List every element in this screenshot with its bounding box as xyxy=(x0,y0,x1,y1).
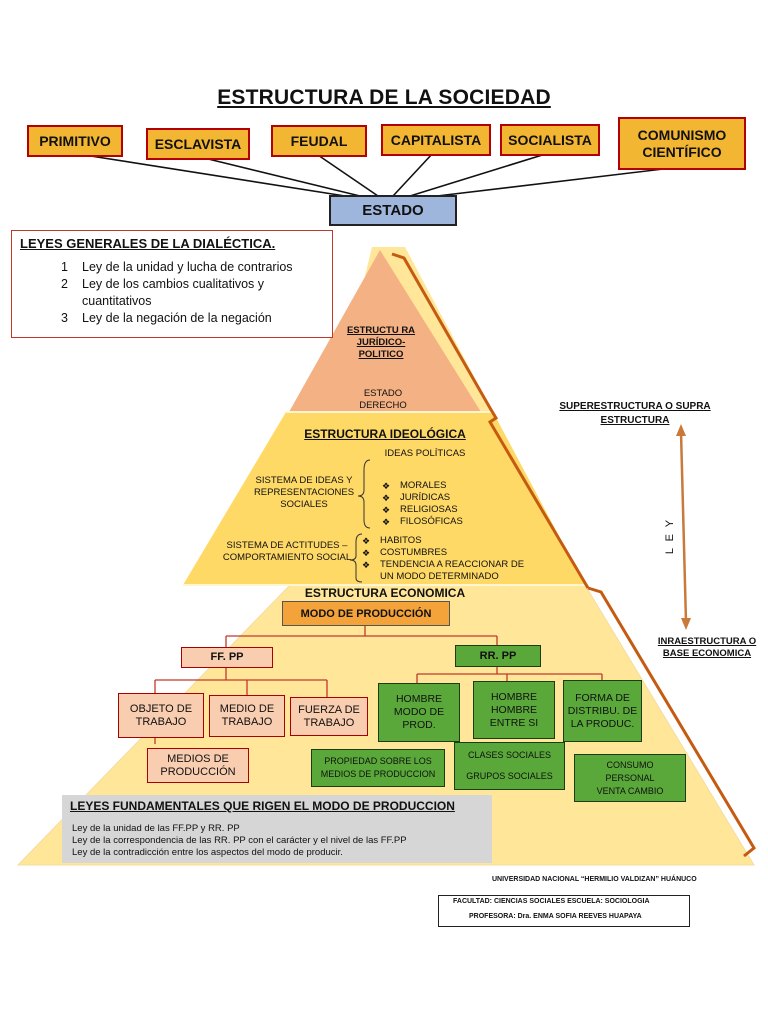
objeto-trabajo-box: OBJETO DE TRABAJO xyxy=(118,693,204,738)
superestructura-label: SUPERESTRUCTURA O SUPRA ESTRUCTURA xyxy=(559,401,711,426)
ideas-list: ❖MORALES ❖JURÍDICAS ❖RELIGIOSAS ❖FILOSÓF… xyxy=(382,480,502,528)
fundamental-law-3: Ley de la contradicción entre los aspect… xyxy=(72,847,343,858)
clases-grupos-box: CLASES SOCIALES GRUPOS SOCIALES xyxy=(454,742,565,790)
fundamental-laws-heading: LEYES FUNDAMENTALES QUE RIGEN EL MODO DE… xyxy=(70,799,455,813)
fundamental-law-2: Ley de la correspondencia de las RR. PP … xyxy=(72,835,407,846)
estado-connectors xyxy=(77,151,681,197)
juridico-politico-heading: ESTRUCTU RA JURÍDICO-POLITICO xyxy=(346,325,416,360)
grupos-sociales: GRUPOS SOCIALES xyxy=(466,771,553,781)
modo-produccion-box: MODO DE PRODUCCIÓN xyxy=(282,601,450,626)
society-esclavista: ESCLAVISTA xyxy=(146,128,250,160)
dialectic-laws-heading: LEYES GENERALES DE LA DIALÉCTICA. xyxy=(20,236,276,251)
economy-connectors xyxy=(154,626,603,744)
propiedad-box: PROPIEDAD SOBRE LOS MEDIOS DE PRODUCCION xyxy=(311,749,445,787)
clases-sociales: CLASES SOCIALES xyxy=(467,750,552,760)
society-primitivo: PRIMITIVO xyxy=(27,125,123,157)
actitudes-item: ❖COSTUMBRES xyxy=(362,547,448,558)
university-text: UNIVERSIDAD NACIONAL “HERMILIO VALDIZAN”… xyxy=(492,876,697,883)
sistema-actitudes: SISTEMA DE ACTITUDES – COMPORTAMIENTO SO… xyxy=(222,540,352,563)
actitudes-item: ❖TENDENCIA A REACCIONAR DE UN MODO DETER… xyxy=(362,559,525,582)
tier-top xyxy=(289,250,481,412)
sistema-ideas: SISTEMA DE IDEAS Y REPRESENTACIONES SOCI… xyxy=(253,475,355,510)
estado-box: ESTADO xyxy=(329,195,457,226)
ley-label: L E Y xyxy=(664,517,676,555)
hombre-hombre-box: HOMBRE HOMBRE ENTRE SI xyxy=(473,681,555,739)
infraestructura-label: INRAESTRUCTURA O BASE ECONOMICA xyxy=(657,636,757,659)
modo-produccion-label: MODO DE PRODUCCIÓN xyxy=(300,607,432,620)
society-socialista: SOCIALISTA xyxy=(500,124,600,156)
rrpp-box: RR. PP xyxy=(455,645,541,667)
estado-derecho: ESTADO DERECHO xyxy=(359,388,407,411)
medios-produccion-box: MEDIOS DE PRODUCCIÓN xyxy=(147,748,249,783)
ffpp-box: FF. PP xyxy=(181,647,273,668)
society-comunismo: COMUNISMO CIENTÍFICO xyxy=(618,117,746,170)
consumo-box: CONSUMO PERSONAL VENTA CAMBIO xyxy=(574,754,686,802)
ideas-item: ❖JURÍDICAS xyxy=(382,492,451,503)
footer-box: FACULTAD: CIENCIAS SOCIALES ESCUELA: SOC… xyxy=(438,895,690,927)
ley-bracket xyxy=(391,252,756,858)
medio-trabajo-box: MEDIO DE TRABAJO xyxy=(209,695,285,737)
society-feudal: FEUDAL xyxy=(271,125,367,157)
forma-distribucion-box: FORMA DE DISTRIBU. DE LA PRODUC. xyxy=(563,680,642,742)
actitudes-list: ❖HABITOS ❖COSTUMBRES ❖TENDENCIA A REACCI… xyxy=(362,535,537,583)
society-capitalista: CAPITALISTA xyxy=(381,124,491,156)
facultad-text: FACULTAD: CIENCIAS SOCIALES ESCUELA: SOC… xyxy=(453,898,650,905)
actitudes-item: ❖HABITOS xyxy=(362,535,422,546)
fuerza-trabajo-box: FUERZA DE TRABAJO xyxy=(290,697,368,736)
ideas-item: ❖RELIGIOSAS xyxy=(382,504,458,515)
page-title: ESTRUCTURA DE LA SOCIEDAD xyxy=(217,86,551,109)
ideas-item: ❖MORALES xyxy=(382,480,447,491)
ideology-braces xyxy=(349,459,371,583)
ideas-politicas: IDEAS POLÍTICAS xyxy=(384,448,466,459)
fundamental-laws-box: LEYES FUNDAMENTALES QUE RIGEN EL MODO DE… xyxy=(62,795,492,863)
economica-heading: ESTRUCTURA ECONOMICA xyxy=(304,586,466,600)
tier-middle-fill xyxy=(183,412,585,585)
ideologica-heading: ESTRUCTURA IDEOLÓGICA xyxy=(304,427,466,441)
ideas-item: ❖FILOSÓFICAS xyxy=(382,516,463,527)
hombre-modo-box: HOMBRE MODO DE PROD. xyxy=(378,683,460,742)
fundamental-law-1: Ley de la unidad de las FF.PP y RR. PP xyxy=(72,823,240,834)
profesora-text: PROFESORA: Dra. ENMA SOFIA REEVES HUAPAY… xyxy=(469,913,642,920)
ley-arrow xyxy=(676,424,691,630)
